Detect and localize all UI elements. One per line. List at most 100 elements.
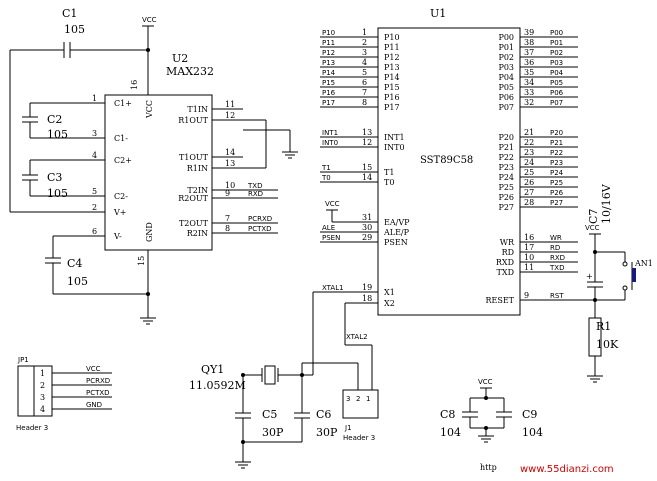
pin-name: P05 (498, 83, 514, 92)
net-label: P01 (550, 39, 563, 47)
net-label: P22 (550, 149, 563, 157)
c7-ref: C7 (587, 209, 600, 224)
pin-number: 10 (524, 253, 534, 262)
pin-number: 14 (225, 148, 235, 157)
c7-value: 10/16V (600, 183, 613, 224)
decoupling-c8-c9: VCC C8 104 C9 104 (440, 378, 543, 443)
u1-ref: U1 (430, 7, 446, 20)
pin-name: ALE/P (383, 228, 410, 237)
u2-vcc-net: VCC (142, 16, 157, 24)
junction-dot (593, 250, 597, 254)
crystal-wiring: XTAL1 XTAL2 QY1 11.0592M (189, 284, 373, 392)
pin-name: P02 (498, 53, 514, 62)
net-label: P24 (550, 169, 564, 177)
pin-number: 4 (92, 151, 97, 160)
net-label: WR (550, 234, 562, 242)
j1-pin-3: 3 (346, 395, 350, 403)
net-label: T1 (321, 164, 331, 172)
pin-name: P04 (498, 73, 514, 82)
pin-name: C1- (114, 134, 128, 143)
net-label: PSEN (322, 234, 340, 242)
net-label: RXD (550, 254, 565, 262)
pin-name: X2 (384, 299, 395, 308)
u2-vcc-label: VCC (145, 100, 154, 119)
pin-name: R2OUT (178, 194, 208, 203)
u1-part: SST89C58 (420, 155, 473, 166)
pin-number: 1 (92, 94, 97, 103)
pin-number: 13 (362, 128, 372, 137)
pin-number: 19 (362, 283, 372, 292)
c3-value: 105 (47, 187, 68, 200)
c5-value: 30P (262, 426, 284, 439)
c2-ref: C2 (47, 113, 62, 126)
pin-name: INT0 (384, 143, 405, 152)
ground-symbol (587, 375, 603, 383)
net-label: P00 (550, 29, 563, 37)
pin-number: 3 (362, 48, 367, 57)
pin-name: P07 (498, 103, 514, 112)
pin-number: 3 (40, 393, 45, 402)
capacitor-c3: C3 105 (22, 159, 105, 200)
watermark-text: www.55dianzi.com (520, 464, 614, 475)
pin-number: 23 (524, 148, 534, 157)
pin-number: 2 (362, 38, 367, 47)
pin-number: 26 (524, 178, 534, 187)
pin-number: 33 (524, 88, 534, 97)
net-label: P23 (550, 159, 563, 167)
t1-r1-ground-wiring (243, 119, 298, 169)
pin-name: P10 (384, 33, 400, 42)
c7-plus: + (586, 272, 593, 281)
pin-number: 12 (225, 111, 235, 120)
pin-name: P25 (498, 183, 514, 192)
junction-dot (146, 48, 150, 52)
pin-name: P21 (498, 143, 514, 152)
pin-name: P06 (498, 93, 514, 102)
u2-gnd-label: GND (145, 222, 154, 242)
jp1-type: Header 3 (16, 424, 48, 432)
pin-name: P14 (384, 73, 400, 82)
pin-name: P12 (384, 53, 400, 62)
net-label: P25 (550, 179, 563, 187)
jp1-body (17, 365, 53, 417)
pin-number: 9 (524, 291, 529, 300)
pin-number: 16 (524, 233, 534, 242)
pin-number: 21 (524, 128, 534, 137)
c1-value: 105 (64, 23, 85, 36)
j1-type: Header 3 (343, 434, 375, 442)
pin-number: 28 (524, 198, 534, 207)
ground-symbol (282, 151, 298, 159)
crystal-body (264, 365, 276, 385)
pin-name: T1IN (187, 105, 208, 114)
pin-number: 1 (362, 28, 367, 37)
net-label: GND (86, 401, 102, 409)
pin-number: 31 (362, 213, 372, 222)
pin-name: V- (113, 232, 122, 241)
pin-name: WR (500, 238, 515, 247)
pin-number: 22 (524, 138, 534, 147)
net-label: P06 (550, 89, 564, 97)
pin-number: 2 (92, 203, 97, 212)
